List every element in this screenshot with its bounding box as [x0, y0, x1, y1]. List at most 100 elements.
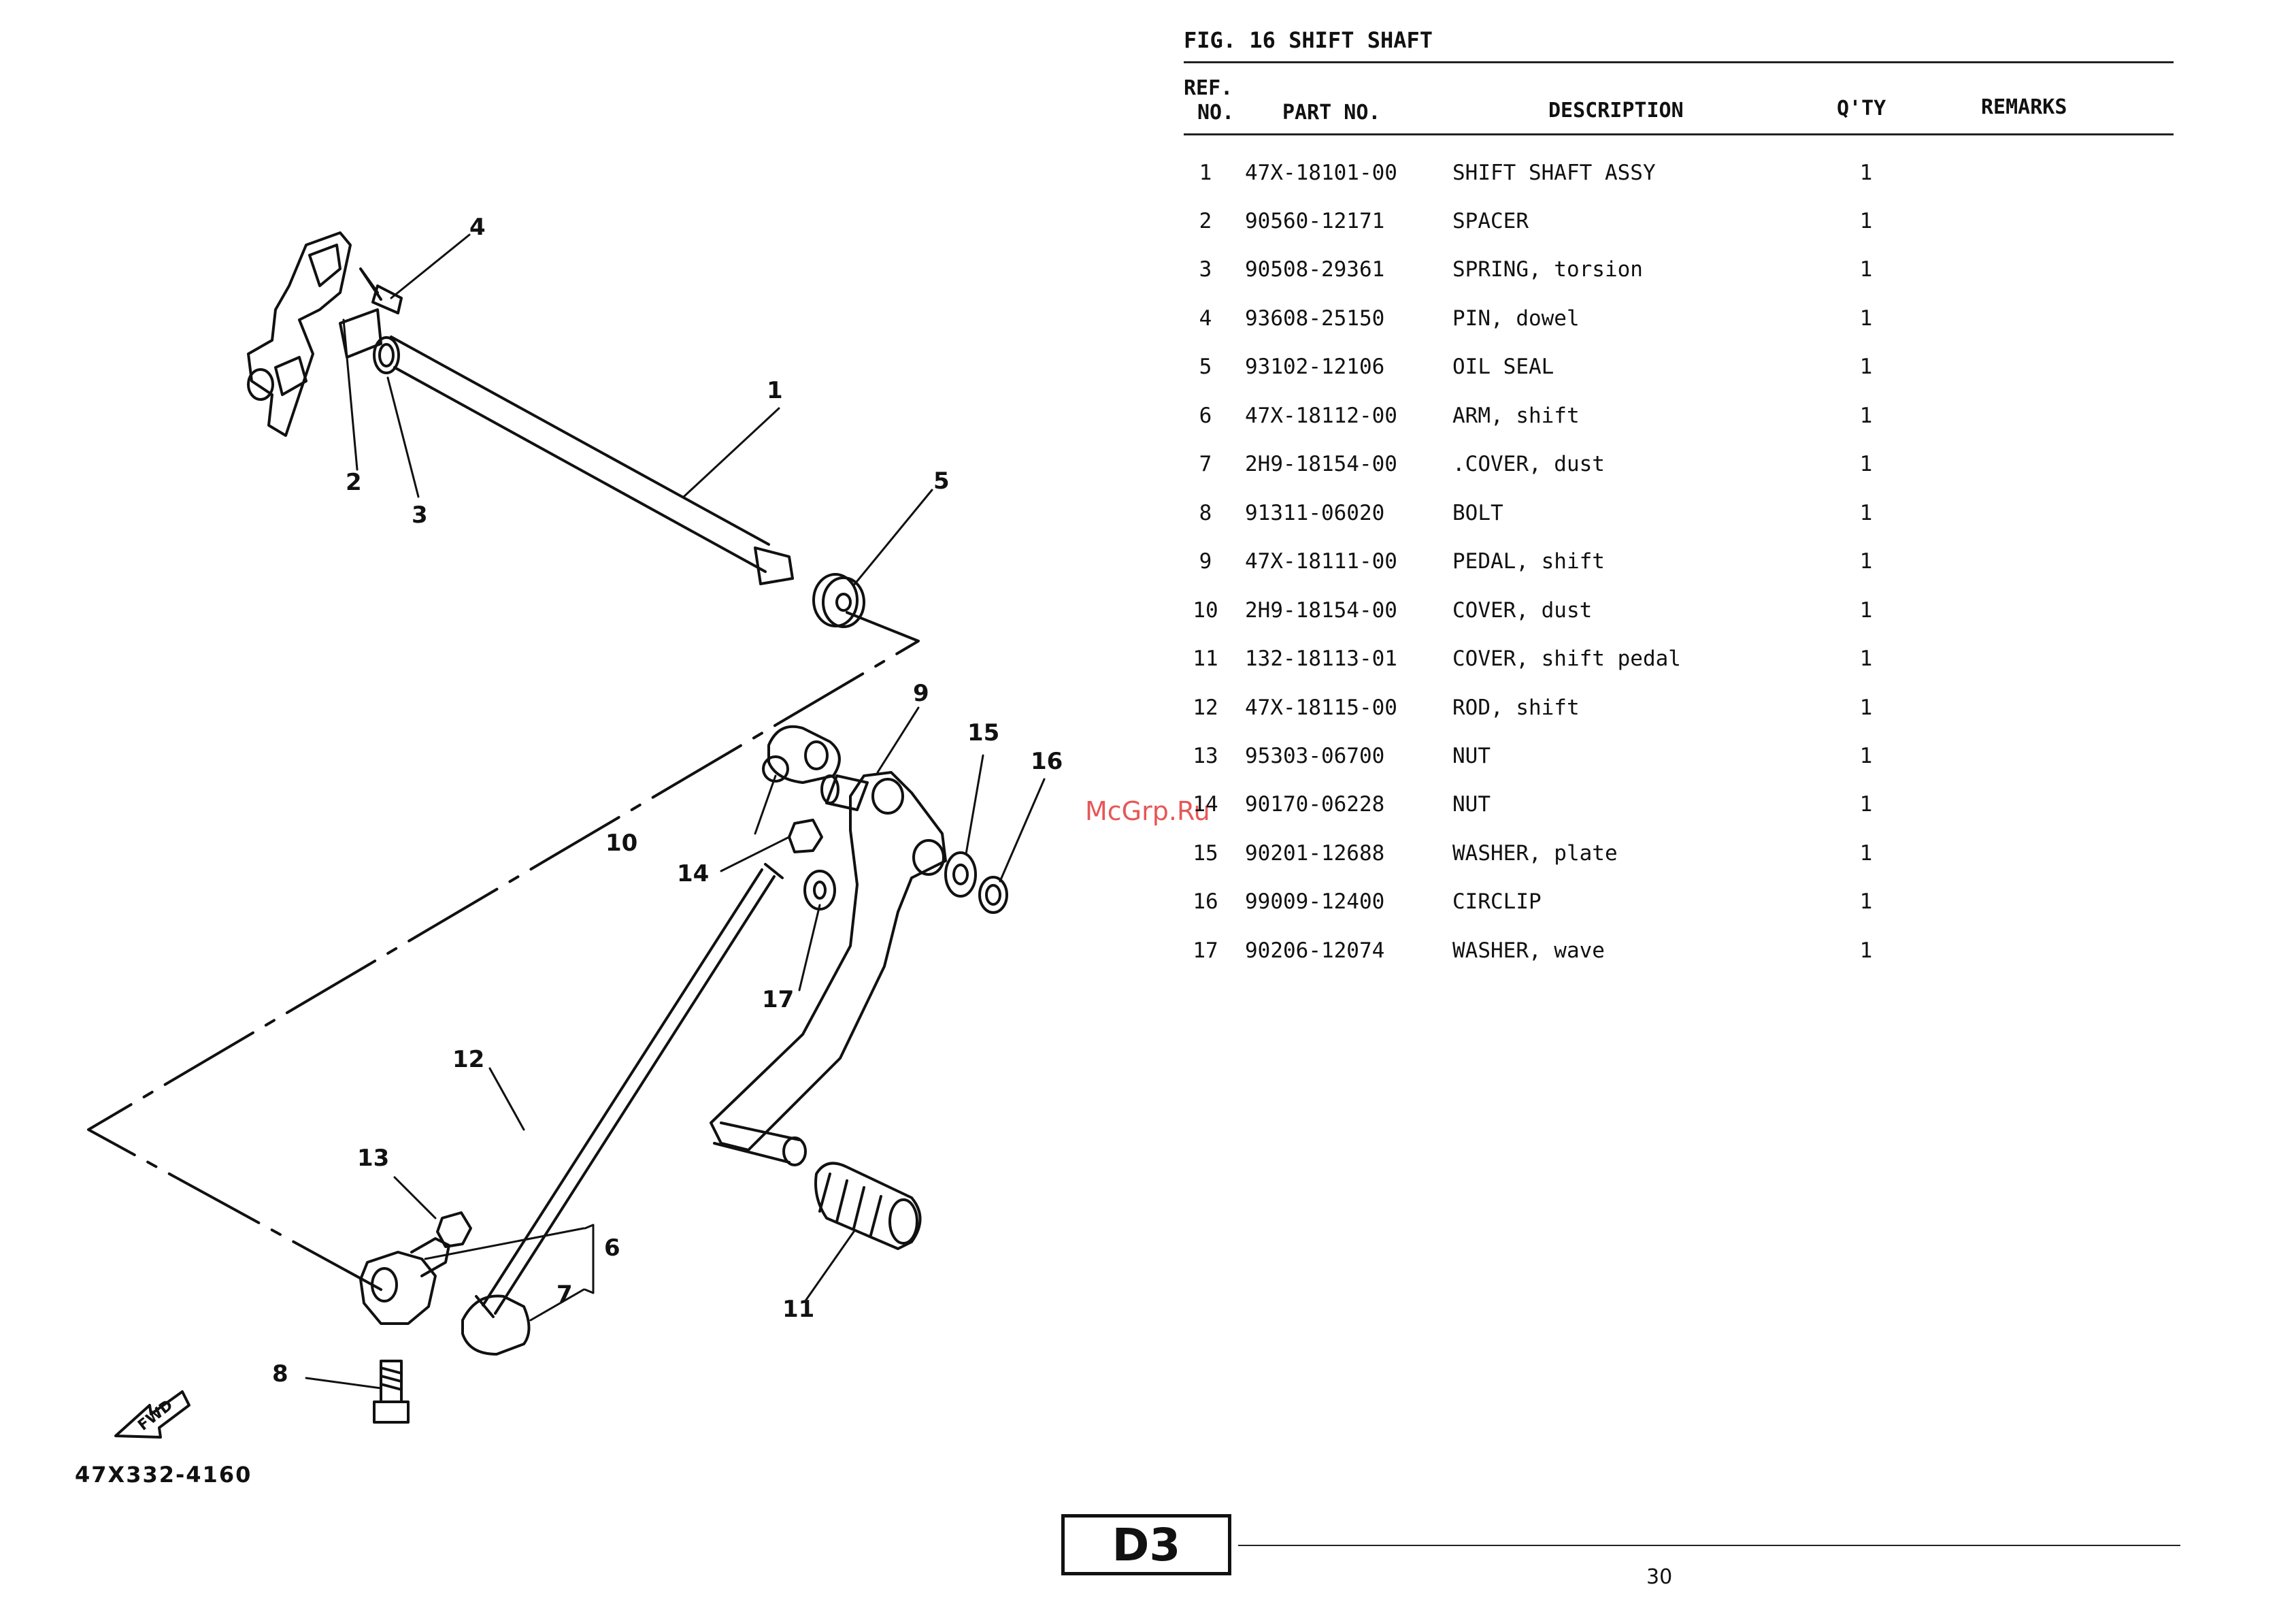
- ref-no: 4: [1199, 306, 1212, 331]
- ref-no: 1: [1199, 161, 1212, 185]
- quantity: 1: [1859, 889, 1873, 914]
- ref-no: 5: [1199, 355, 1212, 379]
- circlip-16-part: [978, 876, 1008, 914]
- oil-seal-part: [812, 573, 865, 628]
- nut-13-part: [436, 1211, 472, 1248]
- ref-no: 12: [1193, 695, 1218, 720]
- quantity: 1: [1859, 355, 1873, 379]
- quantity: 1: [1859, 695, 1873, 720]
- header-ref-line1: REF.: [1184, 76, 1233, 100]
- ref-no: 6: [1199, 404, 1212, 428]
- ref-no: 17: [1193, 938, 1218, 963]
- ref-no: 16: [1193, 889, 1218, 914]
- ref-no: 3: [1199, 257, 1212, 282]
- ref-no: 14: [1193, 792, 1218, 817]
- quantity: 1: [1859, 549, 1873, 574]
- part-no: 2H9-18154-00: [1245, 598, 1397, 623]
- callout-6: 6: [604, 1234, 620, 1262]
- table-header-rule: [1184, 133, 2174, 135]
- description: ARM, shift: [1452, 404, 1580, 428]
- leader-lines: [305, 233, 1046, 1390]
- callout-12: 12: [452, 1046, 484, 1073]
- description: NUT: [1452, 744, 1491, 768]
- fwd-label: FWD: [135, 1397, 176, 1435]
- assembly-dash-line: [87, 611, 920, 1291]
- description: NUT: [1452, 792, 1491, 817]
- exploded-parts-diagram: 1 2 3 4 5 6 7 8 9 10 11 12 13 14 15 16 1…: [87, 214, 1063, 1439]
- description: PIN, dowel: [1452, 306, 1580, 331]
- description: SPACER: [1452, 209, 1529, 233]
- header-part-no: PART NO.: [1282, 101, 1381, 125]
- ref-no: 11: [1193, 646, 1218, 671]
- quantity: 1: [1859, 306, 1873, 331]
- fwd-arrow-icon: [114, 1390, 190, 1439]
- quantity: 1: [1859, 452, 1873, 476]
- washer-17-part: [803, 870, 836, 911]
- part-no: 2H9-18154-00: [1245, 452, 1397, 476]
- quantity: 1: [1859, 938, 1873, 963]
- callout-14: 14: [677, 860, 709, 887]
- header-qty: Q'TY: [1837, 97, 1886, 120]
- quantity: 1: [1859, 209, 1873, 233]
- quantity: 1: [1859, 404, 1873, 428]
- page-number: 30: [1646, 1565, 1673, 1589]
- table-top-rule: [1184, 61, 2174, 63]
- quantity: 1: [1859, 257, 1873, 282]
- callout-17: 17: [762, 986, 794, 1013]
- description: CIRCLIP: [1452, 889, 1542, 914]
- shift-rod-part: [475, 863, 784, 1318]
- callout-15: 15: [967, 719, 999, 747]
- dust-cover-10-part: [762, 725, 841, 784]
- description: ROD, shift: [1452, 695, 1580, 720]
- ref-no: 7: [1199, 452, 1212, 476]
- callout-5: 5: [933, 468, 950, 495]
- ref-no: 2: [1199, 209, 1212, 233]
- quantity: 1: [1859, 744, 1873, 768]
- part-no: 91311-06020: [1245, 501, 1385, 525]
- part-no: 93608-25150: [1245, 306, 1385, 331]
- callout-1: 1: [767, 377, 783, 404]
- description: COVER, shift pedal: [1452, 646, 1681, 671]
- callout-13: 13: [357, 1145, 389, 1172]
- ref-no: 8: [1199, 501, 1212, 525]
- part-no: 90201-12688: [1245, 841, 1385, 866]
- callout-11: 11: [782, 1296, 814, 1323]
- ref-no: 10: [1193, 598, 1218, 623]
- part-no: 93102-12106: [1245, 355, 1385, 379]
- part-no: 90206-12074: [1245, 938, 1385, 963]
- callout-8: 8: [272, 1360, 288, 1388]
- figure-title: FIG. 16 SHIFT SHAFT: [1184, 27, 1433, 53]
- diagram-code: 47X332-4160: [75, 1462, 252, 1488]
- description: BOLT: [1452, 501, 1503, 525]
- callout-3: 3: [412, 502, 428, 529]
- section-code: D3: [1061, 1514, 1231, 1575]
- footer-rule: [1238, 1545, 2180, 1546]
- part-no: 90508-29361: [1245, 257, 1385, 282]
- callout-2: 2: [346, 469, 362, 496]
- callout-16: 16: [1031, 748, 1063, 775]
- description: WASHER, wave: [1452, 938, 1605, 963]
- description: WASHER, plate: [1452, 841, 1618, 866]
- description: .COVER, dust: [1452, 452, 1605, 476]
- description: SPRING, torsion: [1452, 257, 1643, 282]
- callout-4: 4: [469, 214, 486, 241]
- bolt-8-part: [373, 1360, 410, 1424]
- part-no: 90170-06228: [1245, 792, 1385, 817]
- quantity: 1: [1859, 792, 1873, 817]
- part-no: 90560-12171: [1245, 209, 1385, 233]
- description: COVER, dust: [1452, 598, 1593, 623]
- description: SHIFT SHAFT ASSY: [1452, 161, 1656, 185]
- pedal-cover-part: [814, 1162, 922, 1250]
- nut-14-part: [788, 819, 823, 853]
- callout-9: 9: [913, 680, 929, 707]
- ref-no: 9: [1199, 549, 1212, 574]
- ref-no: 15: [1193, 841, 1218, 866]
- header-remarks: REMARKS: [1981, 95, 2067, 119]
- washer-15-part: [944, 851, 977, 898]
- part-no: 95303-06700: [1245, 744, 1385, 768]
- header-ref-line2: NO.: [1197, 101, 1235, 125]
- quantity: 1: [1859, 161, 1873, 185]
- quantity: 1: [1859, 841, 1873, 866]
- shift-pedal-part: [710, 771, 947, 1166]
- part-no: 47X-18101-00: [1245, 161, 1397, 185]
